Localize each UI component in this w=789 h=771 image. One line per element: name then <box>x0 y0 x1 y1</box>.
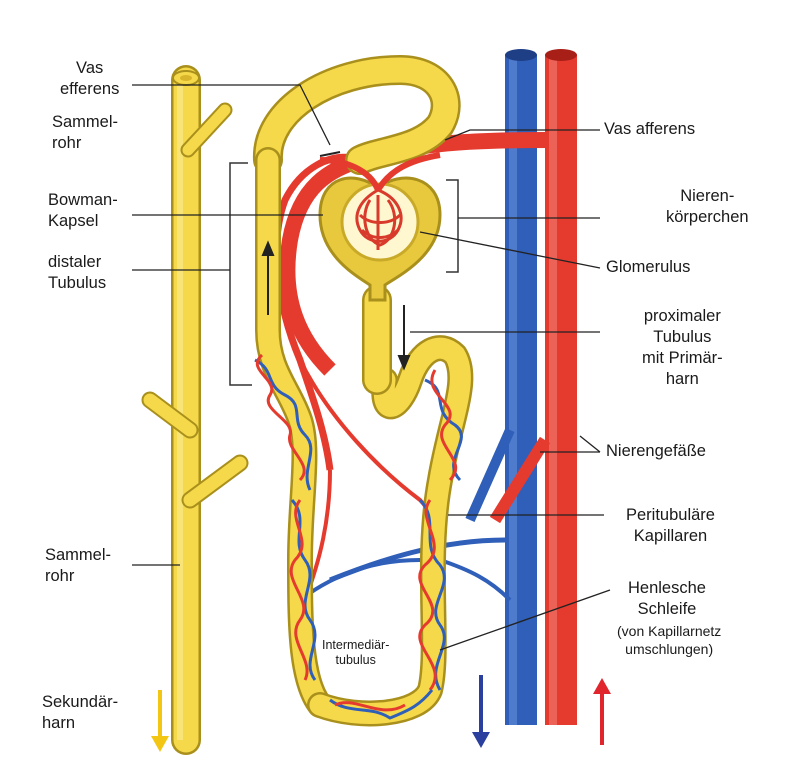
label-nierengefaesse: Nierengefäße <box>606 441 706 462</box>
label-bowman-line2: Kapsel <box>48 211 118 232</box>
label-intermediaertubulus: Intermediär- tubulus <box>322 638 389 668</box>
label-distaler-tubulus: distaler Tubulus <box>48 252 106 294</box>
label-vas-efferens: Vas efferens <box>60 58 119 100</box>
label-proximaler-tubulus: proximaler Tubulus mit Primär- harn <box>642 306 723 390</box>
label-sammelrohr-bottom-line2: rohr <box>45 566 111 587</box>
label-nierengefaesse-text: Nierengefäße <box>606 441 706 462</box>
label-intermediaer-line2: tubulus <box>322 653 389 668</box>
label-henlesche-note: (von Kapillarnetz umschlungen) <box>617 622 721 658</box>
label-henlesche-line1: Henlesche <box>628 578 706 599</box>
label-sammelrohr-top: Sammel- rohr <box>52 112 118 154</box>
label-proximaler-line2: Tubulus <box>642 327 723 348</box>
label-glomerulus-text: Glomerulus <box>606 257 690 278</box>
label-nierenkoerperchen-line2: körperchen <box>666 207 749 228</box>
label-vas-efferens-line1: Vas <box>60 58 119 79</box>
label-sekundaerharn-line1: Sekundär- <box>42 692 118 713</box>
label-distaler-line2: Tubulus <box>48 273 106 294</box>
label-proximaler-line4: harn <box>642 369 723 390</box>
label-nierenkoerperchen-line1: Nieren- <box>666 186 749 207</box>
label-glomerulus: Glomerulus <box>606 257 690 278</box>
label-distaler-line1: distaler <box>48 252 106 273</box>
label-proximaler-line3: mit Primär- <box>642 348 723 369</box>
label-proximaler-line1: proximaler <box>642 306 723 327</box>
label-sammelrohr-top-line2: rohr <box>52 133 118 154</box>
label-peritubulaere-line2: Kapillaren <box>626 526 715 547</box>
label-bowman-line1: Bowman- <box>48 190 118 211</box>
label-sekundaerharn-line2: harn <box>42 713 118 734</box>
label-nierenkoerperchen: Nieren- körperchen <box>666 186 749 228</box>
label-henlesche-line2: Schleife <box>628 599 706 620</box>
label-peritubulaere-kapillaren: Peritubuläre Kapillaren <box>626 505 715 547</box>
label-peritubulaere-line1: Peritubuläre <box>626 505 715 526</box>
label-henlesche-note-line1: (von Kapillarnetz <box>617 622 721 640</box>
label-sammelrohr-bottom-line1: Sammel- <box>45 545 111 566</box>
label-sammelrohr-bottom: Sammel- rohr <box>45 545 111 587</box>
label-intermediaer-line1: Intermediär- <box>322 638 389 653</box>
label-henlesche-note-line2: umschlungen) <box>617 640 721 658</box>
label-sammelrohr-top-line1: Sammel- <box>52 112 118 133</box>
label-vas-afferens: Vas afferens <box>604 119 695 140</box>
label-bowman-kapsel: Bowman- Kapsel <box>48 190 118 232</box>
label-henlesche-schleife: Henlesche Schleife <box>628 578 706 620</box>
label-vas-efferens-line2: efferens <box>60 79 119 100</box>
label-vas-afferens-text: Vas afferens <box>604 119 695 140</box>
label-sekundaerharn: Sekundär- harn <box>42 692 118 734</box>
